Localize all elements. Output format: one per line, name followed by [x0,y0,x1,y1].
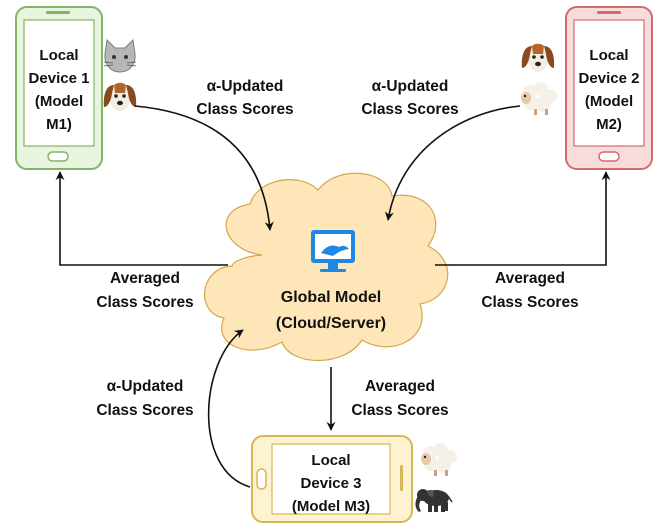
device-3-screen [271,443,391,515]
device-2-screen [573,19,645,147]
edge-label-avg-d3-line1: Averaged [365,378,435,395]
edge-label-d2-line1: α-Updated [372,78,449,95]
device-2-label-line1: Local [589,47,628,64]
device-2-home-button [598,151,620,162]
device-1-label-line4: M1) [46,116,72,133]
device-3-home-button [256,468,267,490]
edge-label-avg-d2-line1: Averaged [495,270,565,287]
device-2-label-line2: Device 2 [579,70,640,87]
device-1-label-line2: Device 1 [29,70,90,87]
device-3-label-line3: (Model M3) [292,498,370,515]
edge-label-d1-line1: α-Updated [207,78,284,95]
device-1-screen [23,19,95,147]
elephant-icon [415,489,453,512]
device-1-label-line3: (Model [35,93,83,110]
monitor-icon [311,230,355,272]
edge-label-avg-d3-line2: Class Scores [351,402,448,419]
dog-icon [103,82,137,111]
device-2-label-line4: M2) [596,116,622,133]
arrow-device3-to-cloud [207,329,251,488]
device-1-phone: Local Device 1 (Model M1) [15,6,103,170]
arrow-device1-to-cloud [134,105,274,231]
edge-label-d1-line2: Class Scores [196,101,293,118]
device-3-speaker [400,465,403,491]
device-2-phone: Local Device 2 (Model M2) [565,6,653,170]
device-1-home-button [47,151,69,162]
cat-icon [103,38,137,73]
device-3-label-line2: Device 3 [301,475,362,492]
arrow-device2-to-cloud [384,105,521,221]
device-1-label-line1: Local [39,47,78,64]
device-2-label-line3: (Model [585,93,633,110]
arrow-cloud-to-device2 [435,171,611,266]
arrow-cloud-to-device1 [55,171,228,266]
cloud-title: Global Model [281,289,381,306]
device-3-phone: Local Device 3 (Model M3) [251,435,413,523]
edge-label-d3-line2: Class Scores [96,402,193,419]
sheep-icon [521,82,557,115]
edge-label-d3-line1: α-Updated [107,378,184,395]
edge-label-avg-d1-line1: Averaged [110,270,180,287]
device-1-speaker [46,11,70,14]
device-2-speaker [597,11,621,14]
dog-icon [521,43,555,72]
device-3-label-line1: Local [311,452,350,469]
edge-label-d2-line2: Class Scores [361,101,458,118]
edge-label-avg-d2-line2: Class Scores [481,294,578,311]
cloud-subtitle: (Cloud/Server) [276,315,386,332]
sheep-icon [421,443,457,476]
edge-label-avg-d1-line2: Class Scores [96,294,193,311]
